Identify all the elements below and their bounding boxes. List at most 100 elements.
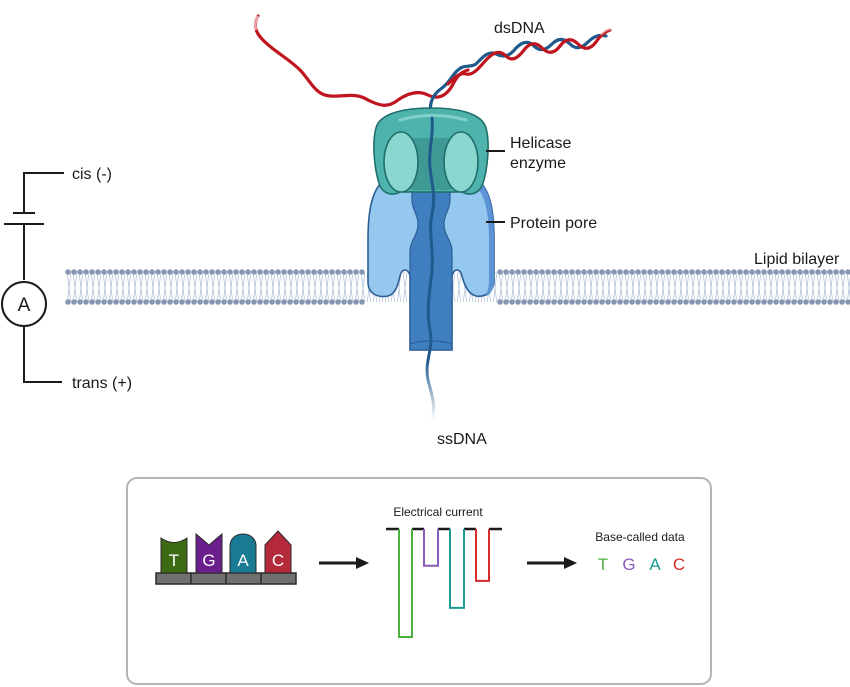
lipid-head <box>629 299 635 305</box>
lipid-head <box>629 269 635 275</box>
lipid-head <box>563 299 569 305</box>
lipid-head <box>725 299 731 305</box>
lipid-head <box>95 299 101 305</box>
lipid-head <box>803 269 809 275</box>
lipid-head <box>203 299 209 305</box>
lipid-head <box>701 299 707 305</box>
lipid-tails <box>66 272 850 302</box>
electrical-current-title: Electrical current <box>393 505 483 519</box>
lipid-head <box>563 269 569 275</box>
lipid-head <box>203 269 209 275</box>
arrow-to-current <box>319 557 369 569</box>
lipid-head <box>533 299 539 305</box>
lipid-head <box>143 269 149 275</box>
lipid-head <box>767 299 773 305</box>
nucleotide-a <box>229 533 257 574</box>
lipid-head <box>317 299 323 305</box>
lipid-head <box>119 269 125 275</box>
lipid-head <box>533 269 539 275</box>
lipid-head <box>335 269 341 275</box>
lipid-head <box>689 269 695 275</box>
lipid-head <box>737 299 743 305</box>
lipid-head <box>521 269 527 275</box>
lipid-head <box>845 269 850 275</box>
lipid-head <box>239 269 245 275</box>
lipid-head <box>503 269 509 275</box>
nucleotide-c <box>264 530 292 574</box>
lipid-head <box>821 299 827 305</box>
lipid-head <box>653 269 659 275</box>
lipid-head <box>743 299 749 305</box>
lipid-head <box>185 269 191 275</box>
lipid-head <box>95 269 101 275</box>
lipid-head <box>539 299 545 305</box>
lipid-head <box>617 269 623 275</box>
lipid-head <box>281 299 287 305</box>
lipid-head <box>833 269 839 275</box>
lipid-head <box>497 299 503 305</box>
lipid-head <box>737 269 743 275</box>
lipid-head <box>269 269 275 275</box>
dsdna-strands <box>252 14 613 120</box>
lipid-head <box>287 269 293 275</box>
lipid-head <box>191 299 197 305</box>
ssdna-label: ssDNA <box>437 431 487 448</box>
lipid-head <box>89 299 95 305</box>
lipid-head <box>515 299 521 305</box>
lipid-head <box>281 269 287 275</box>
lipid-head <box>113 269 119 275</box>
cis-label: cis (-) <box>72 166 112 183</box>
lipid-head <box>575 269 581 275</box>
lipid-head <box>347 269 353 275</box>
nucleotide-a-letter: A <box>237 551 249 570</box>
signal-dip-t <box>398 529 413 638</box>
lipid-head <box>137 269 143 275</box>
lipid-head <box>803 299 809 305</box>
lipid-head <box>791 299 797 305</box>
lipid-head <box>251 269 257 275</box>
lipid-heads-bottom <box>65 299 850 305</box>
dna-red-strand <box>253 14 470 107</box>
lipid-head <box>347 299 353 305</box>
lipid-head <box>275 299 281 305</box>
lipid-head <box>227 299 233 305</box>
lipid-head <box>773 299 779 305</box>
lipid-head <box>569 299 575 305</box>
lipid-head <box>575 299 581 305</box>
lipid-head <box>713 269 719 275</box>
lipid-head <box>215 269 221 275</box>
lipid-head <box>245 269 251 275</box>
circuit <box>1 172 64 383</box>
lipid-head <box>725 269 731 275</box>
lipid-head <box>527 299 533 305</box>
lipid-head <box>299 269 305 275</box>
lipid-bilayer-label: Lipid bilayer <box>754 251 840 268</box>
lipid-head <box>557 269 563 275</box>
ammeter-label: A <box>18 295 31 316</box>
lipid-head <box>101 299 107 305</box>
lipid-head <box>185 299 191 305</box>
lipid-head <box>299 299 305 305</box>
lipid-head <box>329 299 335 305</box>
lipid-head <box>149 299 155 305</box>
lipid-head <box>641 299 647 305</box>
lipid-head <box>227 269 233 275</box>
lipid-head <box>131 269 137 275</box>
lipid-head <box>623 299 629 305</box>
lipid-head <box>527 269 533 275</box>
lipid-head <box>353 299 359 305</box>
lipid-head <box>677 299 683 305</box>
signal-dip-c <box>475 529 490 582</box>
lipid-head <box>797 269 803 275</box>
readout-panel-frame <box>126 477 712 685</box>
lipid-head <box>89 269 95 275</box>
lipid-head <box>251 299 257 305</box>
lipid-bilayer <box>65 269 850 305</box>
lipid-head <box>701 269 707 275</box>
lipid-head <box>683 269 689 275</box>
lipid-head <box>647 299 653 305</box>
lipid-head <box>731 269 737 275</box>
lipid-head <box>209 269 215 275</box>
helicase-left-lobe <box>383 131 419 193</box>
lipid-head <box>77 269 83 275</box>
